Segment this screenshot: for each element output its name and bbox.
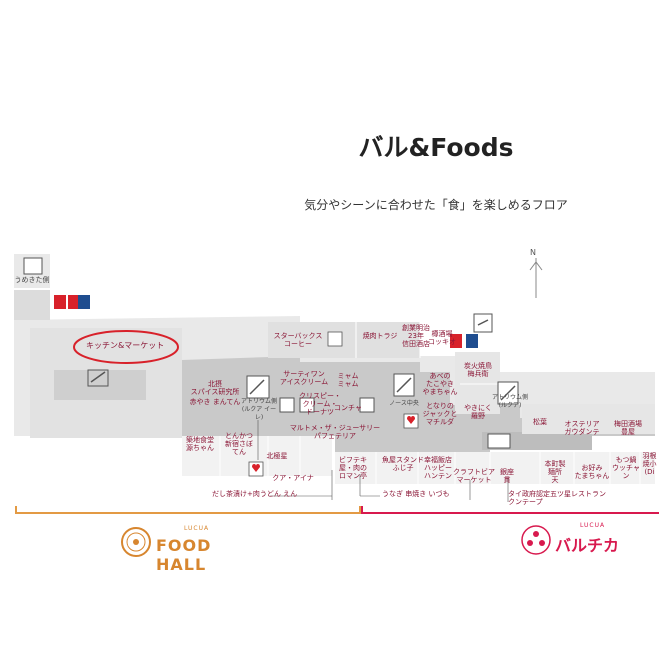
restroom-male-icon bbox=[466, 334, 478, 348]
shop-myam-myam[interactable]: ミャム ミャム bbox=[337, 372, 359, 388]
food-hall-logo: LUCUA FOOD HALL bbox=[120, 522, 260, 574]
shop-krispy-kreme[interactable]: クリスピー・ クリーム・ ドーナツ bbox=[299, 392, 341, 416]
food-hall-emblem-icon bbox=[121, 527, 151, 557]
shop-akayaki-manten[interactable]: 赤やき まんてん bbox=[189, 398, 241, 406]
heart-icon-group bbox=[248, 413, 419, 477]
shop-tonari-jack[interactable]: となりの ジャックと マチルダ bbox=[422, 402, 458, 426]
shop-haneyaki[interactable]: 羽根 焼小 (Di bbox=[642, 452, 657, 476]
shop-kocchio[interactable]: 樽酒場 コッキオ bbox=[428, 330, 456, 346]
elevator-icon bbox=[23, 257, 43, 275]
restroom-male-icon bbox=[78, 295, 90, 309]
shop-craft-beer[interactable]: クラフトビア マーケット bbox=[453, 468, 495, 484]
shop-krungthep[interactable]: タイ政府認定五ツ星レストラン クンテープ bbox=[508, 490, 606, 506]
restroom-female-icon bbox=[450, 334, 462, 348]
shop-happy-hanten[interactable]: 幸福飯店 ハッピー ハンテン bbox=[424, 456, 452, 480]
escalator-icon-group bbox=[23, 257, 519, 449]
shop-abeno-takoyaki[interactable]: あべの たこやき やまちゃん bbox=[422, 372, 458, 396]
barchika-emblem-icon bbox=[521, 525, 551, 555]
shop-osteria[interactable]: オステリア ガウダンテ bbox=[564, 420, 600, 436]
shop-tsukiji-genchan[interactable]: 築地食堂 源ちゃん bbox=[186, 436, 214, 452]
shop-bifutekiya[interactable]: ビフテキ 屋・肉の ロマン亭 bbox=[339, 456, 367, 480]
yakitori-block bbox=[455, 352, 500, 414]
escalator-icon bbox=[487, 433, 511, 449]
shop-thirty-one[interactable]: サーティワン アイスクリーム bbox=[279, 370, 329, 386]
shop-kua-aina[interactable]: クア・アイナ bbox=[272, 474, 314, 482]
shop-marutome-juicery[interactable]: マルトメ・ザ・ジューサリー パフェテリア bbox=[289, 424, 381, 440]
page-subtitle: 気分やシーンに合わせた「食」を楽しめるフロア bbox=[304, 198, 568, 212]
shop-ginza-kan[interactable]: 銀座 貫 bbox=[500, 468, 514, 484]
escalator-icon bbox=[279, 397, 295, 413]
barchika-logo: LUCUA バルチカ bbox=[518, 520, 658, 560]
shop-umeda-sakaba[interactable]: 梅田酒場 豊屋 bbox=[614, 420, 642, 436]
bottom-row-right bbox=[335, 452, 655, 484]
page-title: バル&Foods bbox=[358, 133, 514, 162]
shop-dashi-chazuke[interactable]: だし茶漬け+肉うどん えん bbox=[212, 490, 298, 498]
food-hall-small-label: LUCUA bbox=[184, 525, 210, 532]
shop-unagi-izumo[interactable]: うなぎ 串焼き いづも bbox=[382, 490, 450, 498]
shop-uoya-stand[interactable]: 魚屋スタンド ふじ子 bbox=[382, 456, 424, 472]
shop-yakiniku-rano[interactable]: やきにく 羅野 bbox=[464, 404, 492, 420]
shop-tonkatsu-saboten[interactable]: とんかつ 新宿さぼ てん bbox=[225, 432, 253, 456]
escalator-icon bbox=[359, 397, 375, 413]
shop-hokusetsu-spice[interactable]: 北摂 スパイス研究所 bbox=[190, 380, 240, 396]
shop-starbucks[interactable]: スターバックス コーヒー bbox=[273, 332, 323, 348]
compass-north-label: N bbox=[530, 248, 536, 257]
barchika-small-label: LUCUA bbox=[580, 522, 606, 529]
annotation-circle bbox=[73, 330, 179, 364]
restroom-icon-group bbox=[54, 295, 478, 348]
shop-concha[interactable]: コンチャ bbox=[334, 404, 362, 412]
atrium-lucua-ire: アトリウム側 (ルクア イーレ) bbox=[240, 398, 277, 421]
restroom-male-icon bbox=[68, 295, 80, 309]
shop-okonomi-tamachan[interactable]: お好み たまちゃん bbox=[574, 464, 610, 480]
restroom-female-icon bbox=[54, 295, 66, 309]
osteria-block bbox=[522, 404, 655, 434]
food-hall-label: FOOD HALL bbox=[156, 536, 212, 574]
north-central-label: ノース中央 bbox=[389, 400, 419, 407]
kitchen-market-label[interactable]: キッチン&マーケット bbox=[86, 341, 165, 350]
escalator-icon bbox=[299, 397, 315, 413]
shop-honmachi-seimen[interactable]: 本町製 麺所 天 bbox=[544, 460, 566, 484]
cafe-icon bbox=[327, 331, 343, 347]
restroom-block bbox=[14, 290, 50, 320]
shop-yakiniku-toraji[interactable]: 焼肉トラジ bbox=[362, 332, 398, 340]
shop-sumibi-umebei[interactable]: 炭火焼鳥 梅兵衛 bbox=[464, 362, 492, 378]
barchika-separator bbox=[361, 506, 659, 514]
shop-hokkyokusei[interactable]: 北極星 bbox=[266, 452, 288, 460]
shop-matsuba[interactable]: 松葉 bbox=[533, 418, 547, 426]
escalator-icon bbox=[87, 369, 109, 387]
umekita-label: うめきた側 bbox=[14, 276, 50, 284]
food-hall-separator bbox=[15, 506, 361, 514]
barchika-label: バルチカ bbox=[555, 536, 620, 555]
atrium-lucua: アトリウム側 (ルクア) bbox=[491, 394, 528, 409]
kitchen-market-stand bbox=[54, 370, 146, 400]
toraji-block bbox=[356, 322, 420, 358]
shop-motsunabe-ucchan[interactable]: もつ鍋 ウッチャン bbox=[612, 456, 640, 480]
shop-meiji-sake[interactable]: 創業明治 23年 信田酒店 bbox=[402, 324, 430, 348]
